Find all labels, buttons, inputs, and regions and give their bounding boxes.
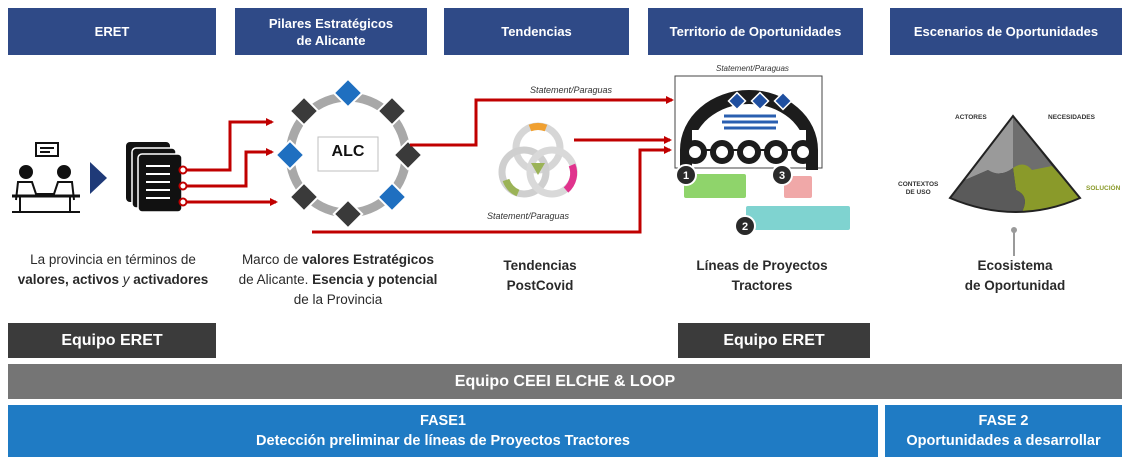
puzzle-label-contextos: CONTEXTOS DE USO <box>898 181 939 196</box>
number-3: 3 <box>779 170 785 182</box>
fase2-bar: FASE 2 Oportunidades a desarrollar <box>885 405 1122 457</box>
puzzle-label-necesidades: NECESIDADES <box>1048 114 1095 121</box>
trends-venn-icon <box>498 122 578 198</box>
header-territorio: Territorio de Oportunidades <box>648 8 863 55</box>
fase2-subtitle: Oportunidades a desarrollar <box>906 433 1101 449</box>
project-box-3 <box>784 176 812 198</box>
statement-label-right: Statement/Paraguas <box>716 64 789 73</box>
header-tendencias: Tendencias <box>444 8 629 55</box>
caption-pilares: Marco de valores Estratégicos de Alicant… <box>238 252 438 307</box>
statement-label-mid: Statement/Paraguas <box>487 211 570 221</box>
fase2-title: FASE 2 <box>978 413 1029 429</box>
header-eret: ERET <box>8 8 216 55</box>
alc-diamond-upleft <box>288 95 320 127</box>
puzzle-label-actores: ACTORES <box>955 114 987 121</box>
alc-ring <box>274 77 424 230</box>
alc-diamond-downleft <box>288 181 320 213</box>
number-badge-2 <box>734 215 756 237</box>
project-box-1 <box>684 174 746 198</box>
number-badge-3 <box>771 164 793 186</box>
connector-arrows-left <box>187 118 278 206</box>
number-badge-1 <box>675 164 697 186</box>
project-box-2 <box>746 206 850 230</box>
alc-label: ALC <box>331 143 365 160</box>
meeting-people-icon <box>12 142 80 213</box>
connector-arrows-mid <box>312 96 674 234</box>
equipo-eret-left-bar: Equipo ERET <box>8 323 216 358</box>
alc-diamond-upright <box>376 95 408 127</box>
header-escenarios: Escenarios de Oportunidades <box>890 8 1122 55</box>
caption-tendencias: Tendencias PostCovid <box>503 258 577 293</box>
document-stack-icon <box>126 142 188 213</box>
header-pilares: Pilares Estratégicos de Alicante <box>235 8 427 55</box>
alc-diamond-bottom <box>332 198 364 230</box>
territory-bridge <box>674 75 823 170</box>
number-1: 1 <box>683 170 689 182</box>
puzzle-label-solucion: SOLUCIÓN <box>1086 185 1121 192</box>
fase1-bar: FASE1 Detección preliminar de líneas de … <box>8 405 878 457</box>
fase1-subtitle: Detección preliminar de líneas de Proyec… <box>256 433 630 449</box>
opportunity-puzzle-icon <box>948 114 1082 256</box>
alc-diamond-top <box>332 77 364 109</box>
caption-territorio: Líneas de Proyectos Tractores <box>696 258 828 293</box>
statement-label-top: Statement/Paraguas <box>530 85 613 95</box>
equipo-eret-right-bar: Equipo ERET <box>678 323 870 358</box>
alc-diamond-left <box>274 139 306 171</box>
alc-diamond-downright <box>376 181 408 213</box>
caption-escenarios: Ecosistema de Oportunidad <box>964 258 1066 293</box>
caption-eret: La provincia en términos de valores, act… <box>17 252 209 287</box>
strategy-diagram: 1 3 2 <box>12 75 1082 256</box>
fase1-title: FASE1 <box>420 413 466 429</box>
number-2: 2 <box>742 221 748 233</box>
chevron-right-icon <box>90 162 107 194</box>
alc-diamond-right <box>392 139 424 171</box>
equipo-ceei-bar: Equipo CEEI ELCHE & LOOP <box>8 364 1122 399</box>
